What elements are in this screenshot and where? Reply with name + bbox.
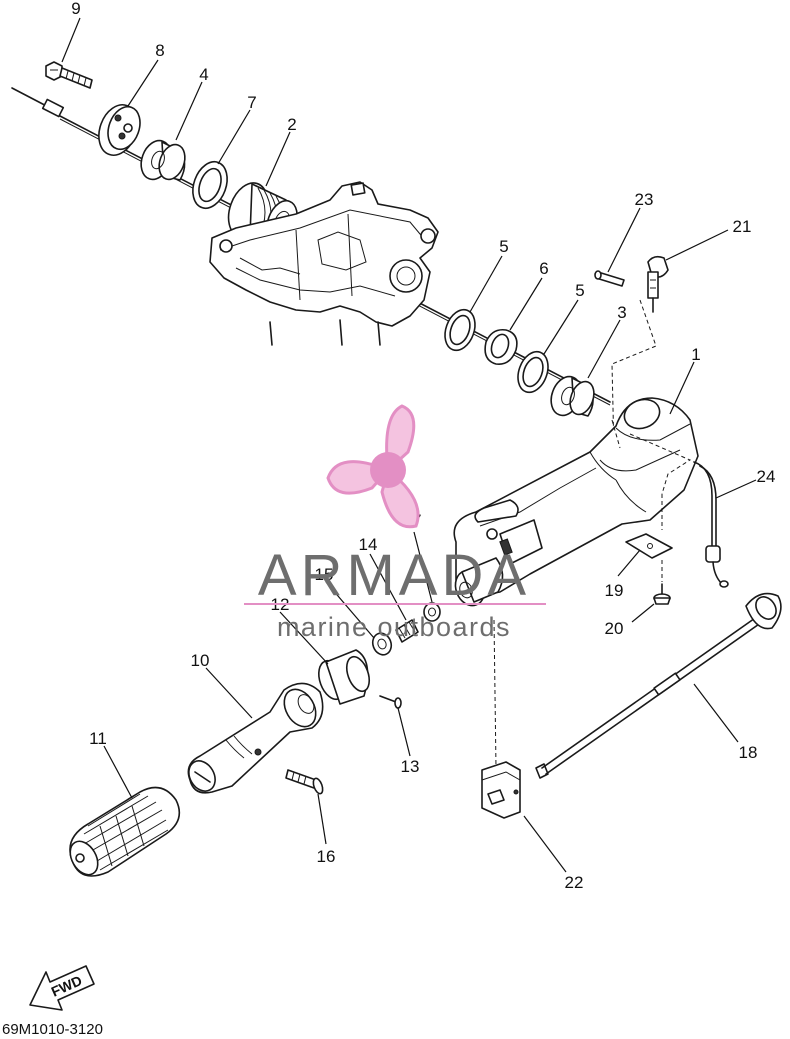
callout-labels: 9 8 4 7 2 5 6 5 3 1 23 21 24 19 20 18 22…: [71, 0, 775, 892]
assembly-line-22: [493, 619, 497, 769]
propeller-logo-icon: [326, 404, 420, 529]
callout-5a: 5: [499, 237, 508, 256]
watermark: ARMADA marine outboards: [244, 404, 546, 642]
callout-19: 19: [605, 581, 624, 600]
part-23-pin: [594, 270, 625, 287]
part-16-screw: [285, 769, 324, 795]
callout-1: 1: [691, 345, 700, 364]
callout-6: 6: [539, 259, 548, 278]
part-10-throttle-shaft: [187, 682, 324, 794]
fwd-arrow-icon: FWD: [29, 965, 95, 1011]
part-21-connector: [647, 255, 669, 313]
part-20-screw: [653, 583, 671, 605]
callout-7: 7: [247, 93, 256, 112]
callout-13: 13: [401, 757, 420, 776]
callout-3: 3: [617, 303, 626, 322]
part-1-steering-handle: [453, 397, 699, 607]
assembly-line-21: [611, 299, 657, 453]
part-12-collar: [318, 649, 371, 705]
callout-9: 9: [71, 0, 80, 18]
callout-16: 16: [317, 847, 336, 866]
callout-14: 14: [359, 535, 378, 554]
callout-24: 24: [757, 467, 776, 486]
callout-10: 10: [191, 651, 210, 670]
part-4-bushing: [140, 139, 186, 181]
part-11-grip: [69, 786, 181, 877]
diagram-code: 69M1010-3120: [2, 1021, 103, 1038]
callout-22: 22: [565, 873, 584, 892]
callout-15: 15: [315, 565, 334, 584]
watermark-tagline: marine outboards: [277, 612, 511, 642]
callout-20: 20: [605, 619, 624, 638]
callout-23: 23: [635, 190, 654, 209]
part-7-o-ring: [192, 160, 228, 210]
callout-8: 8: [155, 41, 164, 60]
callout-11-label: 11: [89, 729, 107, 748]
part-18-shift-rod: [535, 592, 782, 779]
watermark-brand: ARMADA: [258, 543, 530, 608]
part-6-wave-washer: [484, 328, 518, 366]
callout-21: 21: [733, 217, 752, 236]
callout-leaders: [61, 17, 757, 873]
part-5-o-ring-b: [517, 350, 549, 394]
part-15-washer: [371, 632, 393, 656]
part-14-spring: [395, 619, 419, 643]
part-9-bolt: [45, 61, 93, 89]
callout-18: 18: [739, 743, 758, 762]
part-19-plate: [625, 533, 673, 559]
callout-4: 4: [199, 65, 208, 84]
part-3-bushing: [550, 375, 595, 417]
part-13-screw: [379, 695, 402, 709]
part-8-plate: [98, 104, 141, 156]
mount-bracket: [209, 181, 439, 346]
part-24-harness: [693, 461, 729, 588]
part-22-clamp: [481, 761, 521, 819]
callout-2: 2: [287, 115, 296, 134]
callout-5b: 5: [575, 281, 584, 300]
part-5-o-ring-a: [444, 308, 476, 352]
